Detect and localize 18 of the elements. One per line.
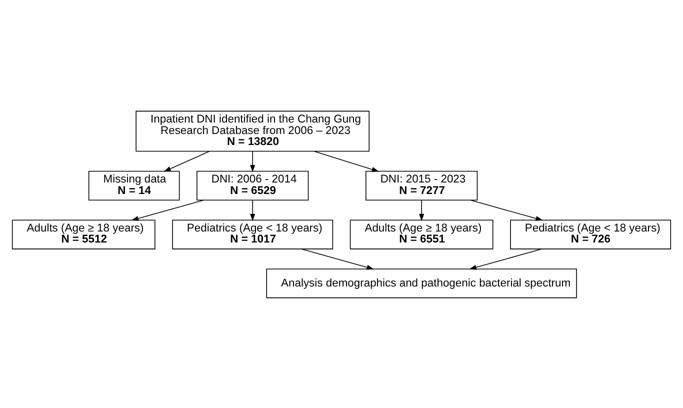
node-box: Pediatrics (Age < 18 years) N = 1017	[172, 219, 334, 249]
node-box: Pediatrics (Age < 18 years) N = 726	[510, 219, 672, 249]
node-box: Missing data N = 14	[88, 170, 180, 200]
arrow	[419, 199, 424, 221]
arrow	[250, 199, 256, 221]
node-box: Analysis demographics and pathogenic bacterial spectrum	[266, 268, 577, 298]
arrow	[314, 150, 380, 172]
node-box: Adults (Age ≥ 18 years) N = 5512	[12, 219, 156, 249]
node-box: Inpatient DNI identified in the Chang Gung Research Database from 2006 – 2023 N = 13820	[136, 110, 370, 152]
node-box: DNI: 2006 - 2014 N = 6529	[196, 170, 309, 200]
arrow	[469, 248, 542, 270]
arrow	[470, 199, 543, 220]
arrow	[301, 248, 374, 270]
arrow	[250, 150, 256, 172]
arrow	[131, 199, 204, 220]
node-box: Adults (Age ≥ 18 years) N = 6551	[350, 219, 494, 249]
node-box: DNI: 2015 - 2023 N = 7277	[366, 170, 478, 200]
arrow	[164, 150, 210, 172]
